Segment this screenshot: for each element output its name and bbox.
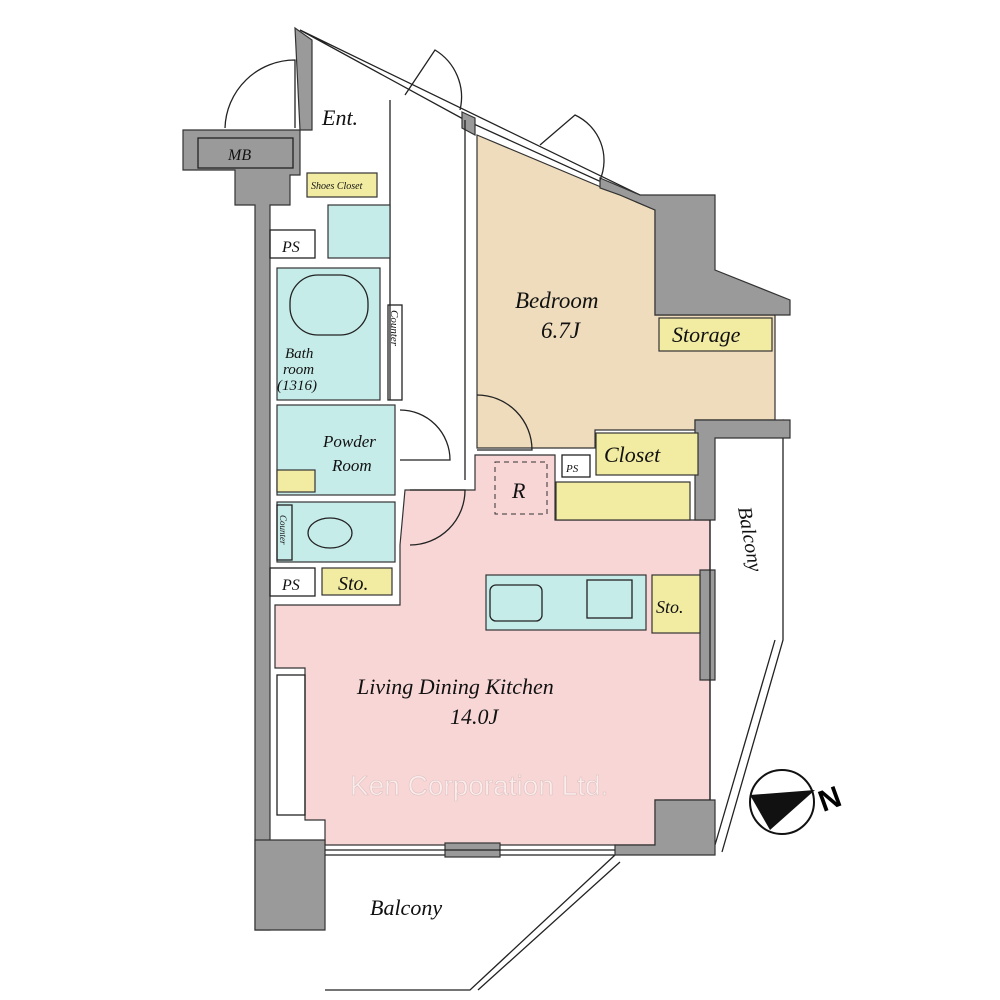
washbasin-room <box>327 204 391 259</box>
ps-bottom-box <box>269 567 316 597</box>
label-bath-3: (1316) <box>277 378 317 394</box>
compass-icon: N <box>749 769 846 835</box>
label-ldk-size: 14.0J <box>450 704 500 729</box>
label-balcony-side: Balcony <box>733 505 766 573</box>
label-shoes-closet: Shoes Closet <box>311 181 363 192</box>
label-counter-hall: Counter <box>388 310 400 347</box>
storage-small <box>321 567 393 596</box>
label-ps-closet: PS <box>565 463 579 475</box>
walls <box>182 26 791 931</box>
hall-counter <box>387 304 403 401</box>
kitchen-counter <box>485 574 647 631</box>
label-bath-2: room <box>283 362 314 378</box>
label-ldk: Living Dining Kitchen <box>356 674 554 699</box>
storage <box>658 317 773 352</box>
fridge-space <box>494 461 548 515</box>
toilet-counter <box>276 504 293 561</box>
label-mb: MB <box>227 147 251 164</box>
label-bedroom-size: 6.7J <box>541 318 582 343</box>
sink-icon <box>489 584 543 622</box>
toilet-icon <box>307 517 353 549</box>
label-storage-small: Sto. <box>338 573 369 595</box>
label-powder-2: Room <box>331 456 372 475</box>
closet <box>595 432 699 476</box>
label-fridge: R <box>511 478 526 503</box>
balcony-bottom-area <box>325 854 621 991</box>
powder-storage <box>276 469 316 493</box>
ps-top-box <box>269 229 316 259</box>
shoes-closet <box>306 172 378 198</box>
label-ps-top: PS <box>281 239 300 256</box>
label-entrance: Ent. <box>321 105 358 130</box>
kitchen-storage <box>651 574 701 634</box>
kitchen-back-counter <box>555 481 691 521</box>
label-counter-toilet: Counter <box>278 515 288 545</box>
label-ps-bottom: PS <box>281 577 300 594</box>
label-powder-1: Powder <box>322 432 376 451</box>
compass-north-label: N <box>814 780 846 818</box>
label-balcony-bottom: Balcony <box>370 895 442 920</box>
ps-closet-box <box>561 454 591 478</box>
label-kitchen-storage: Sto. <box>656 597 684 617</box>
label-closet: Closet <box>604 442 661 467</box>
label-bedroom: Bedroom <box>515 288 598 313</box>
watermark: Ken Corporation Ltd. <box>350 770 608 801</box>
toilet-room <box>276 501 396 563</box>
label-storage: Storage <box>672 322 741 347</box>
bathroom <box>276 267 381 401</box>
stove-icon <box>586 579 633 619</box>
label-bath-1: Bath <box>285 346 313 362</box>
bathtub-icon <box>289 274 369 336</box>
